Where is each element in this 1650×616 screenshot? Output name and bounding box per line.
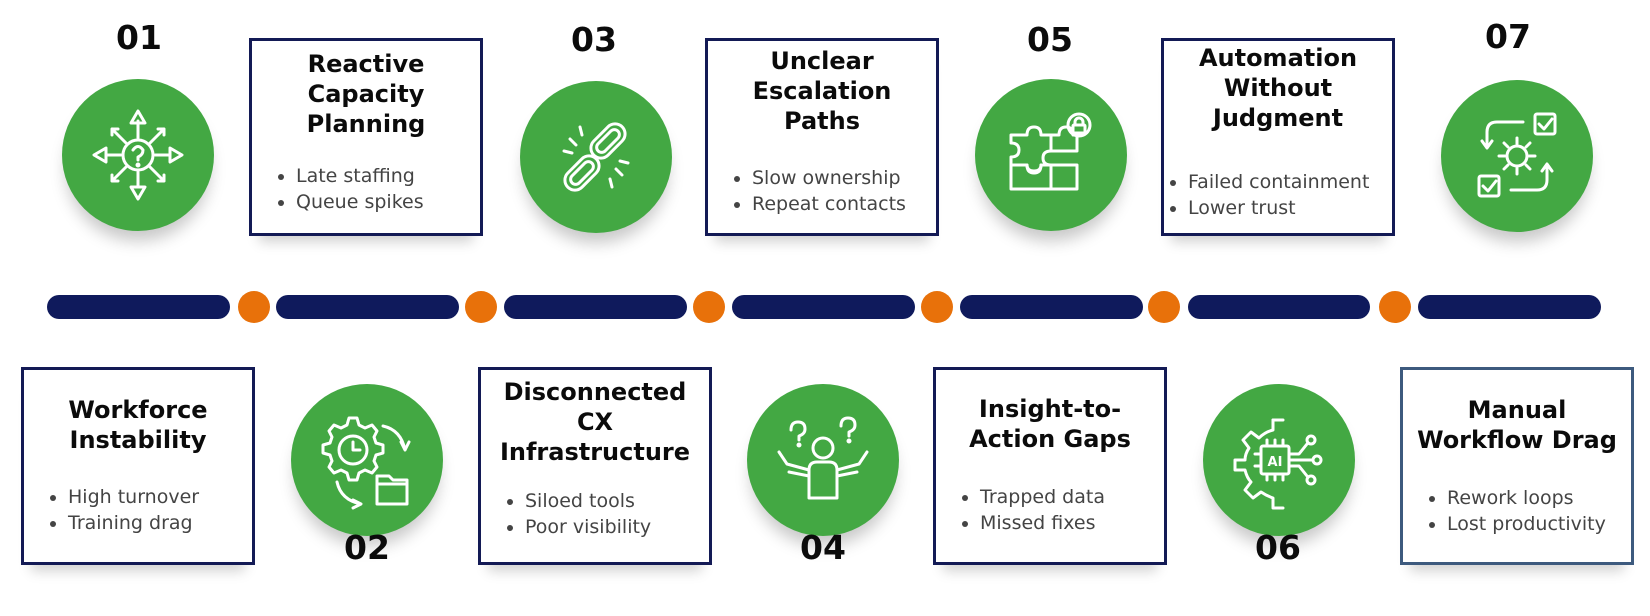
bullet: Lost productivity [1447,511,1606,537]
step-02-circle [291,384,443,536]
bullet: Slow ownership [752,165,906,191]
timeline-segment [47,295,230,319]
bullet: Rework loops [1447,485,1606,511]
timeline-segment [732,295,915,319]
timeline-connector-dot [465,291,497,323]
timeline-connector-dot [1379,291,1411,323]
step-05-bullets: Trapped data Missed fixes [960,484,1105,536]
step-04-circle [747,384,899,536]
step-07-circle [1441,80,1593,232]
step-01-bullets: High turnover Training drag [48,484,199,536]
step-03-bullets: Siloed tools Poor visibility [505,488,651,540]
timeline-segment [1188,295,1370,319]
bullet: Queue spikes [296,189,424,215]
step-04-bullets: Slow ownership Repeat contacts [732,165,906,217]
clock-gear-folder-icon [321,416,411,510]
puzzle-lock-icon [1009,112,1092,191]
step-02-number: 02 [344,528,390,567]
workflow-cycle-icon [1477,112,1557,198]
timeline-segment [276,295,459,319]
timeline-connector-dot [921,291,953,323]
timeline-segment [504,295,687,319]
confused-person-icon [777,416,869,500]
step-03-number: 03 [571,20,617,59]
step-04-number: 04 [800,528,846,567]
step-05-title: Insight-to-Action Gaps [969,395,1131,453]
bullet: High turnover [68,484,199,510]
step-05-number: 05 [1027,20,1073,59]
step-07-number: 07 [1485,17,1531,56]
step-01-number: 01 [116,18,162,57]
timeline-connector-dot [1148,291,1180,323]
step-05-circle [975,79,1127,231]
bullet: Failed containment [1188,169,1369,195]
step-05-card: Insight-to-Action Gaps Trapped data Miss… [933,367,1167,565]
timeline-connector-dot [693,291,725,323]
step-06-circle: AI [1203,384,1355,536]
svg-text:AI: AI [1268,455,1283,470]
bullet: Trapped data [980,484,1105,510]
ai-chip-gear-icon: AI [1233,418,1323,510]
timeline-connector-dot [238,291,270,323]
step-06-number: 06 [1255,528,1301,567]
step-03-circle [520,81,672,233]
bullet: Training drag [68,510,199,536]
bullet: Missed fixes [980,510,1105,536]
step-01-circle [62,79,214,231]
bullet: Siloed tools [525,488,651,514]
step-02-bullets: Late staffing Queue spikes [276,163,424,215]
bullet: Repeat contacts [752,191,906,217]
bullet: Late staffing [296,163,424,189]
step-07-bullets: Rework loops Lost productivity [1427,485,1606,537]
bullet: Poor visibility [525,514,651,540]
bullet: Lower trust [1188,195,1369,221]
question-arrows-icon [92,109,184,201]
step-06-bullets: Failed containment Lower trust [1168,169,1369,221]
broken-chain-icon [562,122,630,192]
timeline-segment [960,295,1143,319]
timeline-segment [1418,295,1601,319]
